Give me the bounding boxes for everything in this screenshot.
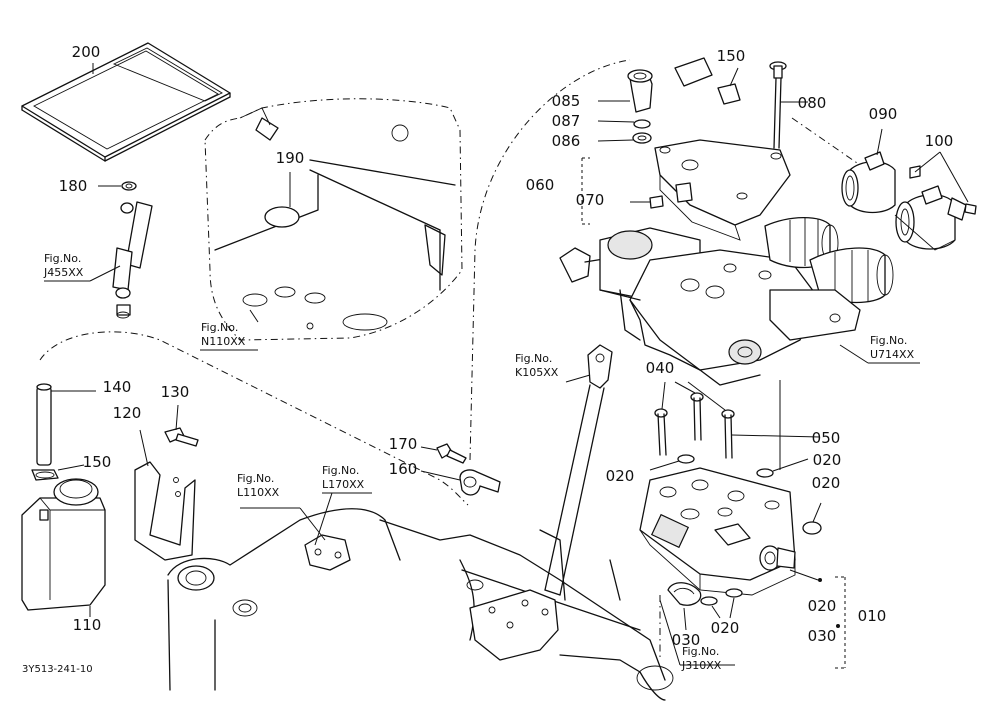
- spool-valve-u714: [559, 128, 977, 386]
- part-number-label: 080: [798, 94, 827, 112]
- part-number-label: 085: [552, 92, 581, 110]
- part-number-label: 030: [808, 627, 837, 645]
- part-number-label: 160: [389, 460, 418, 478]
- part-number-label: 190: [276, 149, 305, 167]
- diagram-code: 3Y513-241-10: [22, 664, 93, 675]
- detail-view-n110: [200, 98, 463, 351]
- part-number-label: 150: [83, 453, 112, 471]
- figure-reference: Fig.No.L170XX: [322, 464, 365, 491]
- part-number-label: 087: [552, 112, 581, 130]
- hose-clip-160: [420, 443, 501, 496]
- bullet-dot: [836, 624, 840, 628]
- figure-reference-caption: Fig.No.: [322, 464, 359, 477]
- figure-reference-number: K105XX: [515, 366, 559, 379]
- valve-block-lower: [639, 380, 846, 669]
- part-number-label: 020: [606, 467, 635, 485]
- fitting-assembly-j455: [44, 181, 153, 319]
- part-number-label: 070: [576, 191, 605, 209]
- tractor-frame: [167, 492, 674, 701]
- part-number-label: 040: [646, 359, 675, 377]
- control-valve-upper: [581, 57, 808, 241]
- part-number-label: 140: [103, 378, 132, 396]
- part-number-label: 010: [858, 607, 887, 625]
- reservoir-tank-110: [21, 383, 106, 617]
- figure-reference-caption: Fig.No.: [870, 334, 907, 347]
- figure-reference-number: L170XX: [322, 478, 365, 491]
- figure-reference-number: L110XX: [237, 486, 280, 499]
- figure-reference: Fig.No.U714XX: [870, 334, 915, 361]
- part-number-label: 120: [113, 404, 142, 422]
- bullet-dot: [818, 578, 822, 582]
- figure-reference: Fig.No.K105XX: [515, 352, 559, 379]
- figure-references: Fig.No.J455XXFig.No.N110XXFig.No.K105XXF…: [43, 252, 915, 672]
- part-number-label: 050: [812, 429, 841, 447]
- figure-reference: Fig.No.L110XX: [237, 472, 280, 499]
- bullet-marks: [818, 578, 840, 628]
- figure-reference-caption: Fig.No.: [237, 472, 274, 485]
- part-number-label: 020: [813, 451, 842, 469]
- part-number-label: 090: [869, 105, 898, 123]
- part-number-label: 100: [925, 132, 954, 150]
- manual-pouch-200: [21, 42, 231, 162]
- figure-reference-caption: Fig.No.: [201, 321, 238, 334]
- part-number-label: 020: [711, 619, 740, 637]
- figure-reference: Fig.No.N110XX: [201, 321, 246, 348]
- figure-reference-number: J310XX: [681, 659, 722, 672]
- figure-reference-number: N110XX: [201, 335, 246, 348]
- part-number-label: 180: [59, 177, 88, 195]
- figure-reference-caption: Fig.No.: [44, 252, 81, 265]
- part-number-label: 020: [812, 474, 841, 492]
- part-number-label: 030: [672, 631, 701, 649]
- figure-reference-number: J455XX: [43, 266, 84, 279]
- part-number-label: 086: [552, 132, 581, 150]
- part-number-label: 130: [161, 383, 190, 401]
- part-number-label: 200: [72, 43, 101, 61]
- part-number-labels: 200 190 180 150 085 087 086 080 090 100 060 070 140 1…: [59, 43, 954, 649]
- figure-reference: Fig.No.J310XX: [681, 645, 722, 672]
- figure-reference-caption: Fig.No.: [515, 352, 552, 365]
- part-number-label: 150: [717, 47, 746, 65]
- figure-reference-number: U714XX: [870, 348, 915, 361]
- bracket-120: [134, 404, 199, 561]
- figure-reference: Fig.No.J455XX: [43, 252, 84, 279]
- part-number-label: 110: [73, 616, 102, 634]
- lift-rod-k105: [544, 344, 613, 596]
- part-number-label: 020: [808, 597, 837, 615]
- part-number-label: 060: [526, 176, 555, 194]
- figure-reference-caption: Fig.No.: [682, 645, 719, 658]
- part-number-label: 170: [389, 435, 418, 453]
